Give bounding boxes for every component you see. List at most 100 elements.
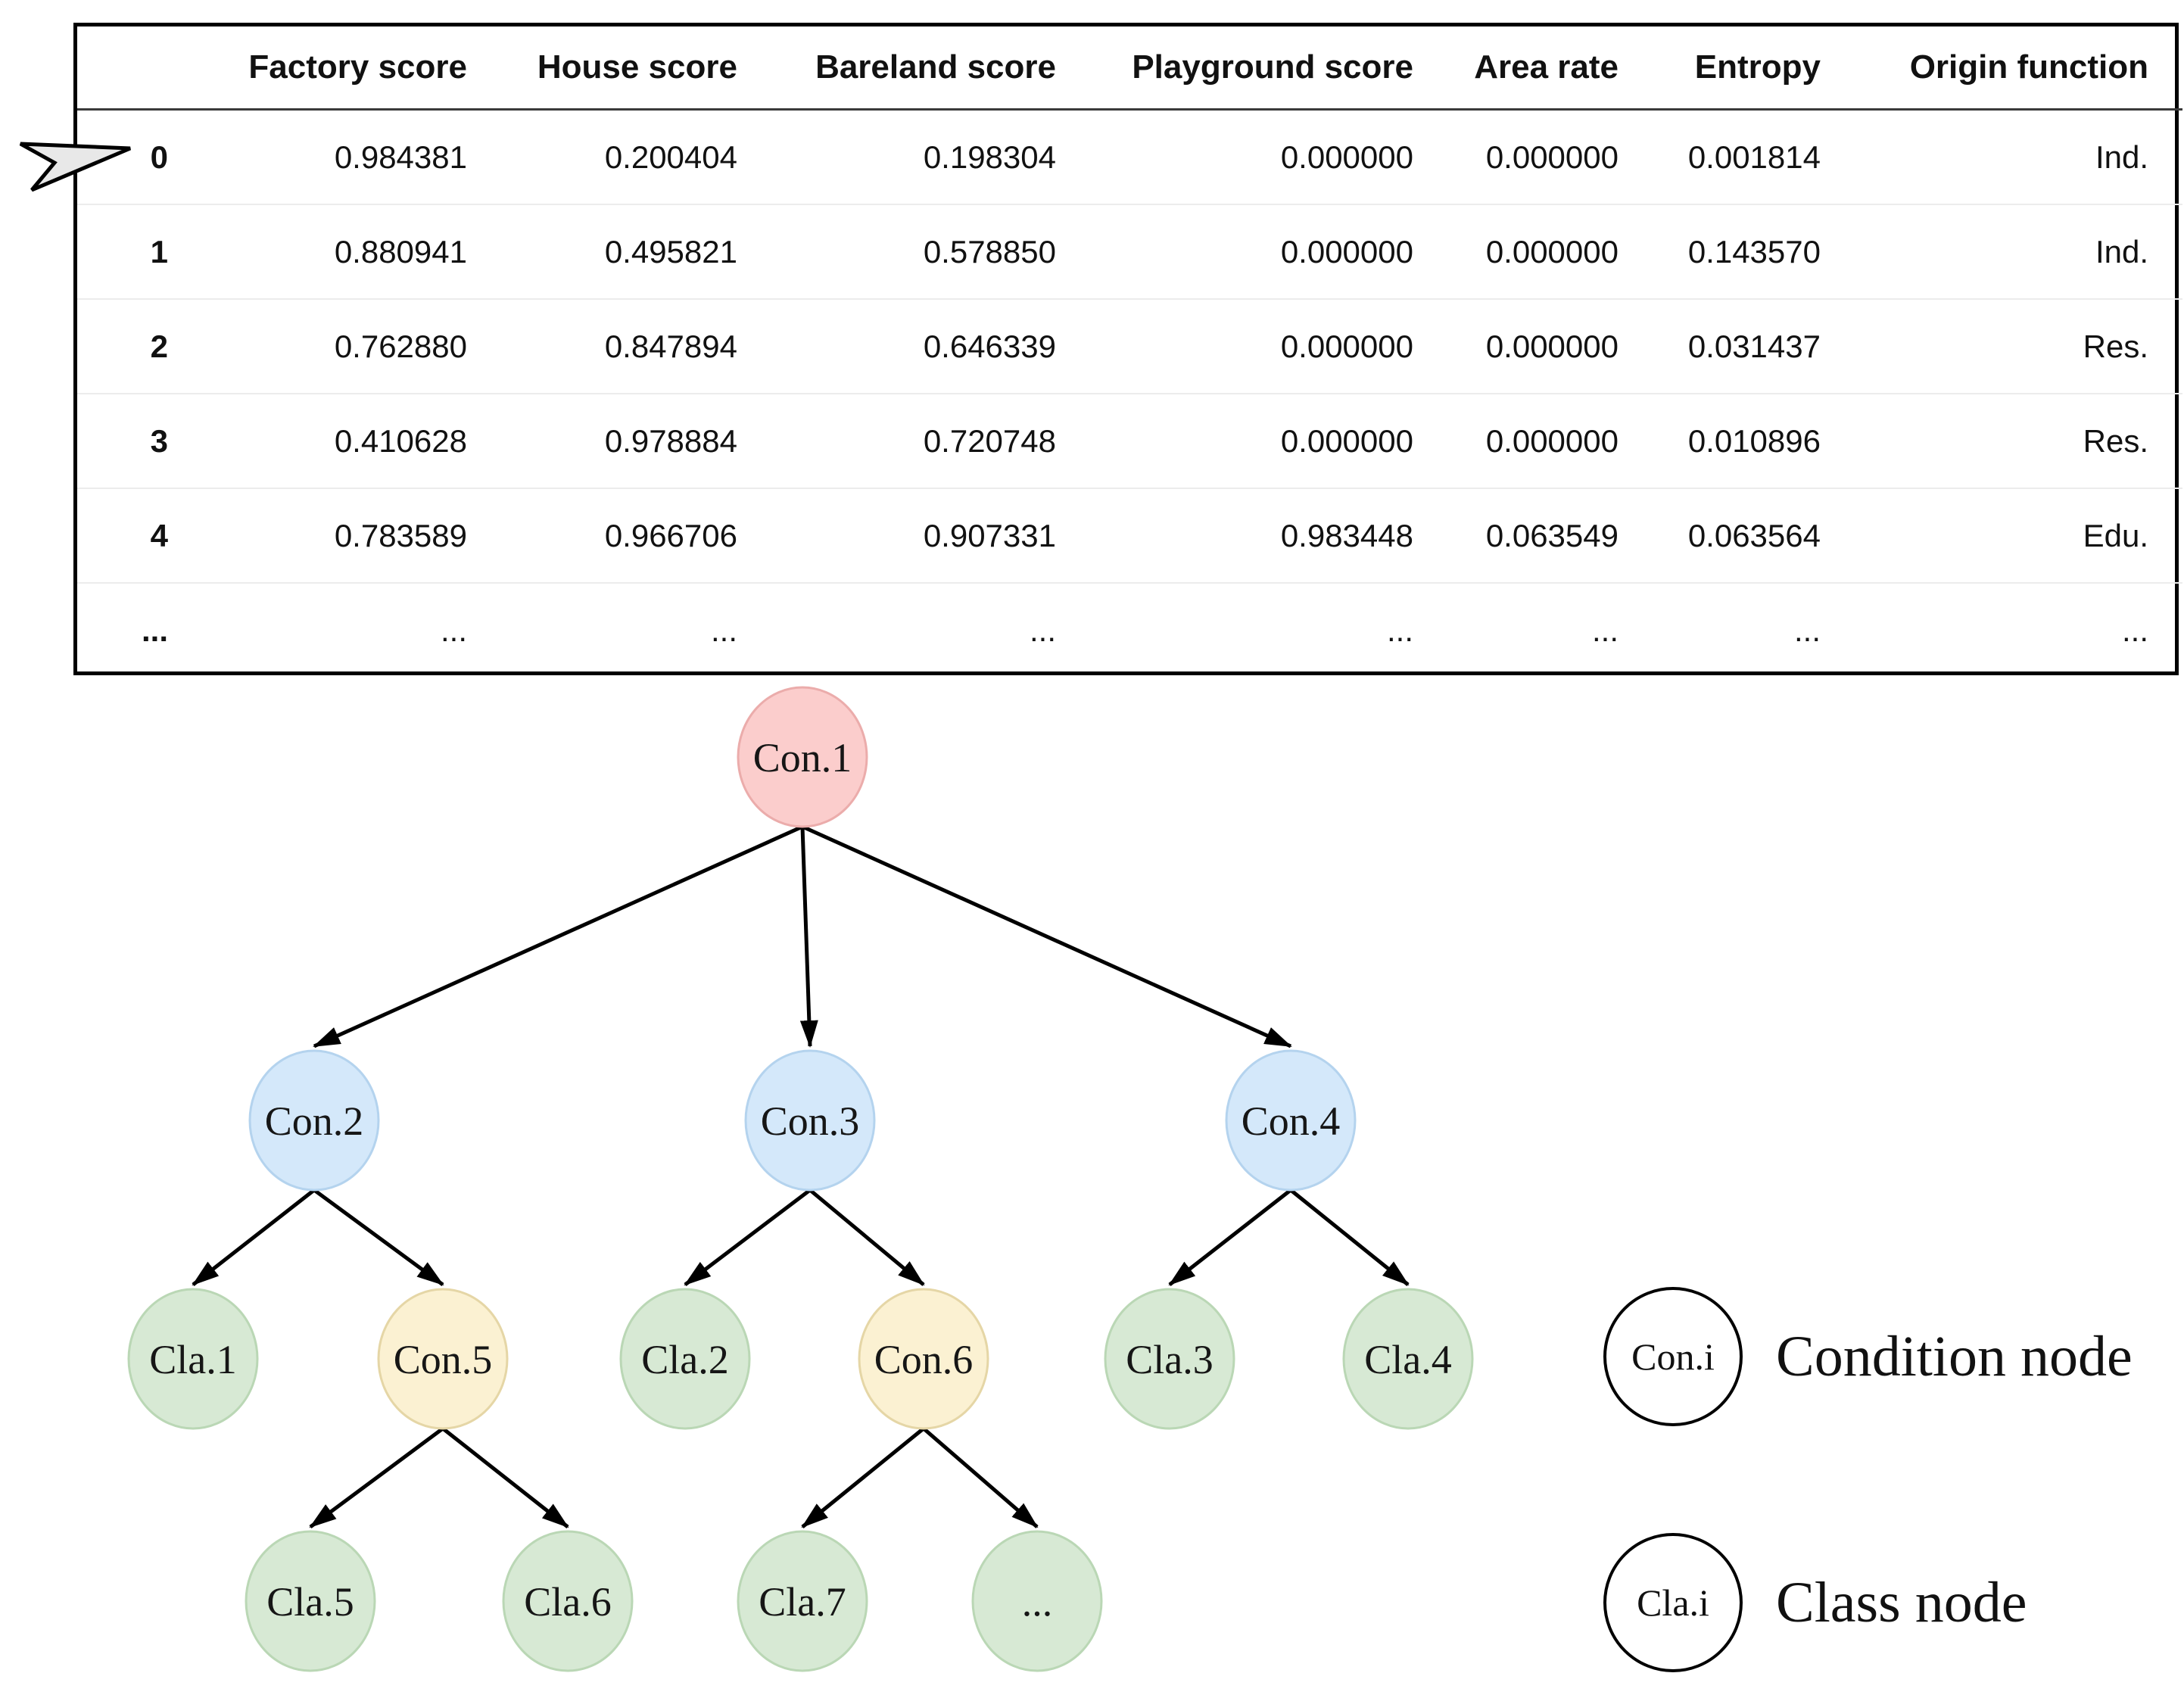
cell: Ind. bbox=[1821, 204, 2182, 299]
legend-symbol-text: Con.i bbox=[1631, 1335, 1715, 1378]
cell: 0.000000 bbox=[1485, 139, 1619, 175]
row-pointer-arrow-icon bbox=[19, 142, 131, 192]
cell: 0.200404 bbox=[604, 139, 737, 175]
cell: ... bbox=[1821, 582, 2182, 677]
tree-node-cla3 bbox=[1104, 1288, 1235, 1430]
row-index: 3 bbox=[77, 393, 168, 488]
tree-node-con1 bbox=[737, 686, 868, 828]
cell: Edu. bbox=[1821, 488, 2182, 583]
tree-node-label-cla1: Cla.1 bbox=[149, 1337, 237, 1382]
tree-node-cla2 bbox=[619, 1288, 751, 1430]
cell: 0.783589 bbox=[168, 488, 467, 583]
cell: 0.000000 bbox=[1413, 204, 1619, 299]
tree-node-label-cla7: Cla.7 bbox=[759, 1579, 846, 1625]
legend-item-class: Cla.i Class node bbox=[1603, 1533, 2027, 1672]
cell: 0.063564 bbox=[1619, 488, 1821, 583]
cell: 0.000000 bbox=[1413, 393, 1619, 488]
tree-edge-con2-cla1 bbox=[192, 1189, 316, 1286]
tree-node-con6 bbox=[858, 1288, 989, 1430]
cell: 0.001814 bbox=[1687, 139, 1821, 175]
cell: ... bbox=[1619, 582, 1821, 677]
cell: 0.578850 bbox=[737, 204, 1056, 299]
cell: 0.000000 bbox=[1280, 139, 1413, 175]
cell: 0.010896 bbox=[1619, 393, 1821, 488]
cell: 0.143570 bbox=[1619, 204, 1821, 299]
cell: 0.000000 bbox=[1056, 204, 1413, 299]
table-row: ........................ bbox=[77, 582, 2182, 677]
cell: 0.966706 bbox=[467, 488, 737, 583]
cell: 0.978884 bbox=[467, 393, 737, 488]
condition-node-symbol: Con.i bbox=[1603, 1287, 1743, 1426]
tree-node-cla4 bbox=[1342, 1288, 1474, 1430]
tree-node-dots bbox=[971, 1530, 1103, 1672]
cell: 0.198304 bbox=[923, 139, 1056, 175]
cell: Ind. bbox=[2095, 139, 2148, 175]
tree-node-con3 bbox=[744, 1049, 876, 1192]
cell: 0.983448 bbox=[1056, 488, 1413, 583]
tree-node-label-cla3: Cla.3 bbox=[1126, 1337, 1214, 1382]
cell: 0.762880 bbox=[168, 298, 467, 394]
tree-node-cla6 bbox=[502, 1530, 634, 1672]
tree-node-con5 bbox=[377, 1288, 509, 1430]
legend-label: Class node bbox=[1776, 1570, 2027, 1634]
tree-node-label-con1: Con.1 bbox=[753, 735, 852, 780]
cell: 0.847894 bbox=[467, 298, 737, 394]
tree-node-cla7 bbox=[737, 1530, 868, 1672]
row-index: 2 bbox=[77, 298, 168, 394]
legend-item-condition: Con.i Condition node bbox=[1603, 1287, 2133, 1426]
cell: Res. bbox=[1821, 393, 2182, 488]
legend-label: Condition node bbox=[1776, 1324, 2133, 1388]
tree-edge-con1-con4 bbox=[801, 824, 1292, 1048]
cell: 0.063549 bbox=[1413, 488, 1619, 583]
tree-edge-con3-cla2 bbox=[684, 1189, 812, 1286]
tree-node-label-con4: Con.4 bbox=[1242, 1098, 1341, 1144]
tree-node-label-cla2: Cla.2 bbox=[641, 1337, 729, 1382]
tree-edge-con6-cla7 bbox=[801, 1427, 925, 1528]
tree-node-con4 bbox=[1225, 1049, 1357, 1192]
tree-node-label-con3: Con.3 bbox=[761, 1098, 860, 1144]
column-header: Bareland score bbox=[737, 26, 1056, 111]
tree-node-cla5 bbox=[245, 1530, 376, 1672]
tree-node-label-con5: Con.5 bbox=[394, 1337, 493, 1382]
tree-edge-con2-con5 bbox=[313, 1188, 444, 1287]
tree-edges bbox=[192, 824, 1410, 1529]
cell: 0.031437 bbox=[1619, 298, 1821, 394]
tree-edge-con4-cla4 bbox=[1289, 1189, 1410, 1286]
cell: 0.000000 bbox=[1056, 298, 1413, 394]
tree-edge-con1-con2 bbox=[313, 824, 804, 1048]
tree-edge-con5-cla6 bbox=[441, 1427, 569, 1528]
cell: 0.880941 bbox=[168, 204, 467, 299]
column-header: House score bbox=[467, 26, 737, 111]
column-header: Factory score bbox=[168, 26, 467, 111]
index-column-header bbox=[77, 26, 168, 111]
cell: 0.000000 bbox=[1413, 298, 1619, 394]
row-index: 1 bbox=[77, 204, 168, 299]
tree-edge-con6-dots bbox=[922, 1427, 1039, 1528]
row-index: 4 bbox=[77, 488, 168, 583]
tree-node-label-cla4: Cla.4 bbox=[1364, 1337, 1452, 1382]
tree-edge-con1-con3 bbox=[799, 826, 818, 1048]
row-index: 0 bbox=[150, 139, 168, 175]
cell: 0.646339 bbox=[737, 298, 1056, 394]
cell: 0.720748 bbox=[737, 393, 1056, 488]
class-node-symbol: Cla.i bbox=[1603, 1533, 1743, 1672]
cell: ... bbox=[1056, 582, 1413, 677]
tree-node-label-con2: Con.2 bbox=[265, 1098, 364, 1144]
cell: 0.495821 bbox=[467, 204, 737, 299]
cell: 0.000000 bbox=[1056, 393, 1413, 488]
tree-edge-con3-con6 bbox=[808, 1189, 925, 1286]
row-index: ... bbox=[77, 582, 168, 677]
column-header: Area rate bbox=[1413, 26, 1619, 111]
tree-node-label-dots: ... bbox=[1022, 1579, 1053, 1625]
cell: ... bbox=[168, 582, 467, 677]
